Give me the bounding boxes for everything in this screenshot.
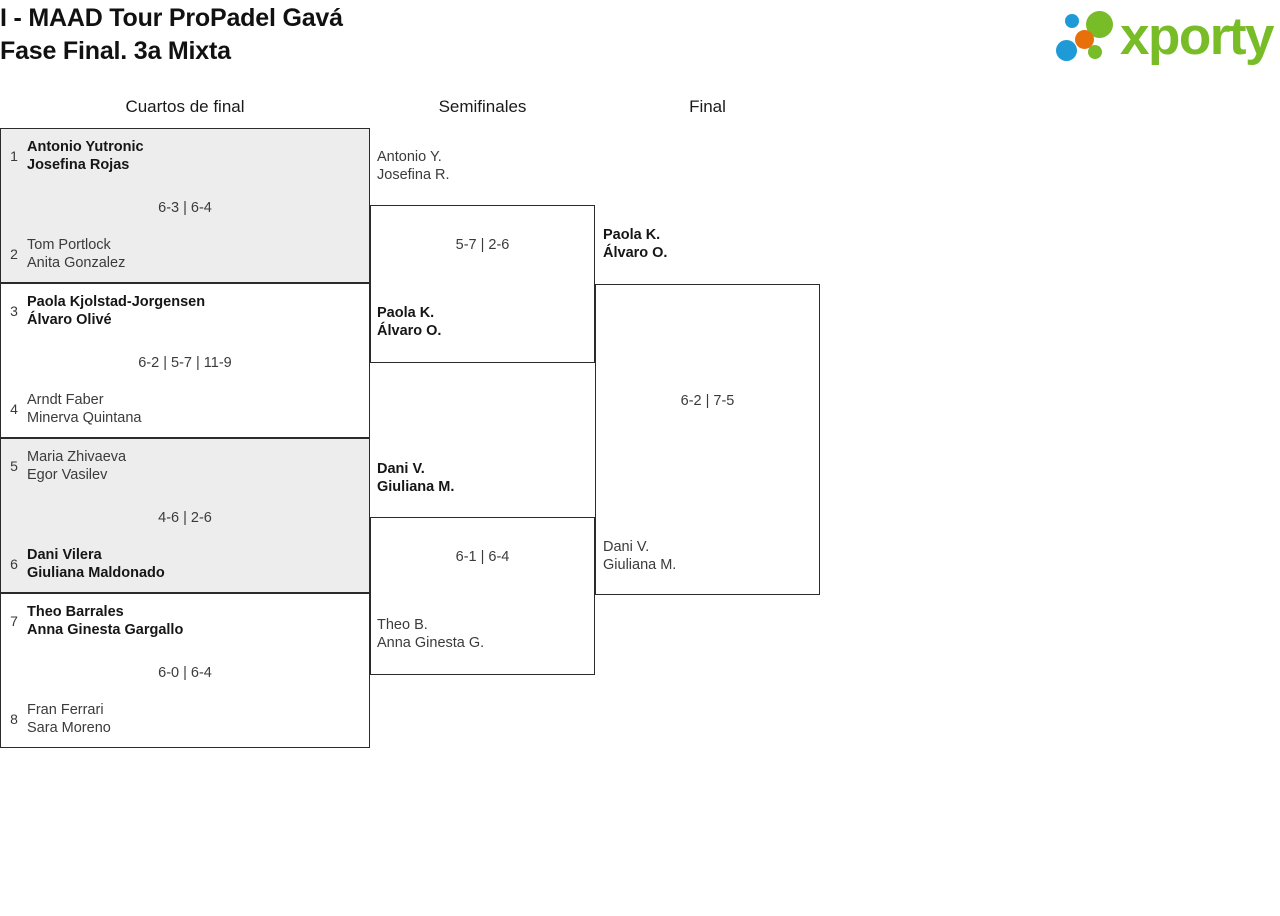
tournament-name: I - MAAD Tour ProPadel Gavá	[0, 4, 343, 32]
player-name: Giuliana Maldonado	[27, 565, 165, 581]
semifinal-1-team-bottom: Paola K. Álvaro O.	[377, 304, 441, 340]
player-name: Paola K.	[603, 227, 661, 243]
player-name: Josefina Rojas	[27, 157, 130, 173]
semifinal-match-2[interactable]	[370, 517, 595, 675]
final-match[interactable]	[595, 284, 820, 595]
match-score: 6-0 | 6-4	[158, 665, 212, 681]
quarterfinal-match-1[interactable]: 1 Antonio Yutronic Josefina Rojas 6-3 | …	[0, 128, 370, 283]
player-name: Antonio Y.	[377, 149, 442, 165]
player-name: Minerva Quintana	[27, 410, 142, 426]
semifinal-2-team-bottom: Theo B. Anna Ginesta G.	[377, 616, 484, 652]
player-name: Giuliana M.	[603, 557, 677, 573]
player-name: Paola Kjolstad-Jorgensen	[27, 294, 206, 310]
player-name: Sara Moreno	[27, 720, 111, 736]
semifinal-2-score: 6-1 | 6-4	[455, 549, 510, 565]
seed-number: 5	[10, 458, 18, 474]
player-name: Álvaro Olivé	[27, 312, 112, 328]
team-bottom: Tom Portlock Anita Gonzalez	[27, 236, 357, 272]
seed-number: 3	[10, 303, 18, 319]
player-name: Maria Zhivaeva	[27, 449, 127, 465]
seed-number: 4	[10, 401, 18, 417]
player-name: Álvaro O.	[603, 245, 668, 261]
logo-dot-blue-small	[1065, 14, 1079, 28]
semifinal-1-score: 5-7 | 2-6	[455, 237, 510, 253]
player-name: Theo B.	[377, 617, 428, 633]
round-header-final: Final	[689, 97, 726, 116]
seed-number: 1	[10, 148, 18, 164]
player-name: Giuliana M.	[377, 479, 455, 495]
team-bottom: Fran Ferrari Sara Moreno	[27, 701, 357, 737]
match-score: 6-3 | 6-4	[158, 200, 212, 216]
player-name: Josefina R.	[377, 167, 450, 183]
semifinal-2-team-top: Dani V. Giuliana M.	[377, 460, 454, 496]
player-name: Dani V.	[603, 539, 650, 555]
team-top: Maria Zhivaeva Egor Vasilev	[27, 448, 357, 484]
player-name: Anna Ginesta Gargallo	[27, 622, 184, 638]
seed-number: 2	[10, 246, 18, 262]
match-score: 4-6 | 2-6	[158, 510, 212, 526]
final-score: 6-2 | 7-5	[680, 393, 735, 409]
player-name: Dani Vilera	[27, 547, 102, 563]
player-name: Anita Gonzalez	[27, 255, 126, 271]
xporty-logo[interactable]: xporty	[1048, 7, 1276, 66]
match-score: 6-2 | 5-7 | 11-9	[138, 355, 232, 371]
round-header-quarterfinals: Cuartos de final	[125, 97, 245, 116]
logo-dot-orange	[1075, 30, 1094, 49]
tournament-phase: Fase Final. 3a Mixta	[0, 37, 231, 65]
logo-dots-icon	[1048, 10, 1126, 64]
quarterfinal-match-2[interactable]: 3 Paola Kjolstad-Jorgensen Álvaro Olivé …	[0, 283, 370, 438]
quarterfinal-match-3[interactable]: 5 Maria Zhivaeva Egor Vasilev 4-6 | 2-6 …	[0, 438, 370, 593]
semifinal-1-team-top: Antonio Y. Josefina R.	[377, 148, 450, 184]
player-name: Fran Ferrari	[27, 702, 104, 718]
player-name: Egor Vasilev	[27, 467, 108, 483]
player-name: Paola K.	[377, 305, 435, 321]
player-name: Theo Barrales	[27, 604, 124, 620]
seed-number: 6	[10, 556, 18, 572]
logo-dot-green-small	[1088, 45, 1102, 59]
player-name: Antonio Yutronic	[27, 139, 144, 155]
team-top: Theo Barrales Anna Ginesta Gargallo	[27, 603, 357, 639]
seed-number: 7	[10, 613, 18, 629]
tournament-title-block: I - MAAD Tour ProPadel Gavá Fase Final. …	[0, 2, 820, 68]
logo-dot-blue-large	[1056, 40, 1077, 61]
logo-wordmark: xporty	[1120, 7, 1274, 66]
player-name: Anna Ginesta G.	[377, 635, 485, 651]
team-top: Antonio Yutronic Josefina Rojas	[27, 138, 357, 174]
seed-number: 8	[10, 711, 18, 727]
player-name: Dani V.	[377, 461, 425, 477]
semifinal-match-1[interactable]	[370, 205, 595, 363]
team-top: Paola Kjolstad-Jorgensen Álvaro Olivé	[27, 293, 357, 329]
player-name: Tom Portlock	[27, 237, 111, 253]
player-name: Álvaro O.	[377, 323, 442, 339]
team-bottom: Arndt Faber Minerva Quintana	[27, 391, 357, 427]
player-name: Arndt Faber	[27, 392, 104, 408]
round-header-semifinals: Semifinales	[438, 97, 527, 116]
final-team-bottom: Dani V. Giuliana M.	[603, 538, 676, 574]
page-header: I - MAAD Tour ProPadel Gavá Fase Final. …	[0, 0, 1280, 78]
quarterfinal-match-4[interactable]: 7 Theo Barrales Anna Ginesta Gargallo 6-…	[0, 593, 370, 748]
team-bottom: Dani Vilera Giuliana Maldonado	[27, 546, 357, 582]
final-team-top: Paola K. Álvaro O.	[603, 226, 667, 262]
